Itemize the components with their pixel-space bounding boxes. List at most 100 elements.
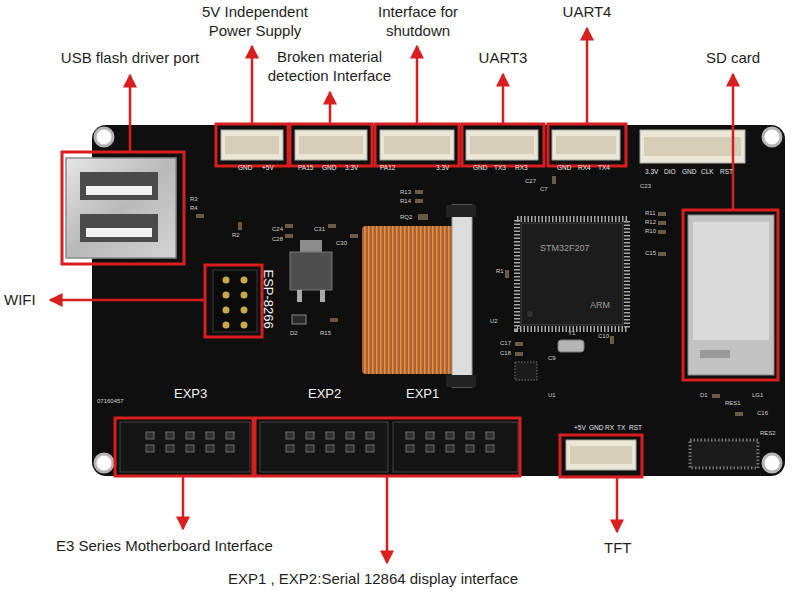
header-pin	[241, 277, 248, 284]
reference-designator: C9	[548, 355, 556, 363]
callout-label: 5V Independent Power Supply	[190, 3, 320, 41]
pin-label: RST	[720, 168, 733, 176]
callout-arrow	[502, 74, 505, 124]
usb-tongue	[86, 228, 152, 237]
reference-designator: R13	[400, 189, 411, 197]
pin-label: DIO	[664, 168, 676, 176]
pin-label: GND	[589, 424, 603, 432]
smd-components	[196, 176, 743, 416]
usb-tongue	[86, 186, 152, 195]
fpc-connector	[452, 205, 472, 387]
connector-slot	[644, 137, 741, 156]
reference-designator: R2	[232, 232, 240, 240]
reference-designator: D1	[700, 392, 708, 400]
callout-label: Interface for shutdown	[368, 3, 468, 41]
diode	[292, 315, 306, 324]
callout-arrow	[129, 75, 132, 152]
usb-port	[66, 158, 176, 258]
header-pin	[241, 307, 248, 314]
pin-label: 3.3V	[645, 168, 658, 176]
regulator-leg	[297, 290, 302, 302]
small-ic	[515, 362, 537, 380]
callout-arrow	[182, 476, 185, 529]
pin-label: RX3	[515, 164, 528, 172]
reference-designator: C23	[640, 183, 651, 191]
header-pins	[400, 429, 500, 455]
wifi-header	[213, 270, 257, 332]
callout-label: EXP1 , EXP2:Serial 12864 display interfa…	[228, 570, 518, 589]
usb-slot	[80, 214, 158, 242]
highlight-box	[375, 124, 459, 166]
reference-designator: R15	[320, 330, 331, 338]
reference-designator: R4	[190, 205, 198, 213]
reference-designator: D2	[290, 330, 298, 338]
reference-designator: R14	[400, 198, 411, 206]
pin-label: GND	[322, 164, 336, 172]
crystal	[558, 340, 584, 352]
callout-arrows	[50, 28, 733, 563]
highlight-box	[560, 435, 642, 477]
header-shell	[393, 422, 518, 472]
header-pin	[241, 292, 248, 299]
reference-designator: LG1	[752, 392, 763, 400]
mcu-chip	[521, 223, 623, 325]
reference-designator: C7	[540, 186, 548, 194]
pin-label: GND	[473, 164, 487, 172]
ribbon-cable	[362, 226, 454, 374]
reference-designator: C24	[272, 226, 283, 234]
reference-designator: R11	[645, 210, 656, 218]
header-shell	[120, 422, 250, 472]
header-pins	[140, 429, 240, 455]
callout-arrow	[329, 92, 332, 124]
sd-card-spring	[700, 350, 730, 358]
header-pins	[280, 429, 380, 455]
jst-connector	[380, 130, 454, 160]
pin-label: PA12	[380, 164, 395, 172]
reference-designator: C16	[757, 410, 768, 418]
header-pin	[223, 277, 230, 284]
pin1-dot	[527, 311, 533, 317]
connector-slot	[556, 136, 616, 154]
highlight-box	[255, 418, 520, 476]
chip-pins	[517, 219, 627, 329]
callout-label: Broken material detection Interface	[257, 48, 402, 86]
usb-slot	[80, 172, 158, 200]
mounting-hole	[95, 454, 113, 472]
reference-designator: R3	[190, 196, 198, 204]
callout-arrow	[386, 476, 389, 563]
silkscreen-text: EXP1	[406, 386, 439, 402]
reference-designator: U2	[490, 318, 498, 326]
fpc-latch	[446, 205, 476, 217]
callout-label: UART4	[552, 3, 622, 22]
fpc-latch	[446, 375, 476, 387]
pin-label: TX3	[494, 164, 506, 172]
tft-connector	[566, 440, 636, 470]
highlight-box	[115, 418, 253, 476]
sd-card-slot	[688, 215, 774, 375]
reference-designator: R1	[496, 268, 504, 276]
callout-arrow	[251, 46, 254, 124]
highlight-box	[216, 124, 288, 166]
header-shell	[260, 422, 388, 472]
reference-designator: R12	[645, 219, 656, 227]
reference-designator: RES2	[760, 430, 776, 438]
callout-arrow	[616, 477, 619, 532]
mounting-hole	[763, 454, 781, 472]
callout-label: USB flash driver port	[40, 49, 220, 68]
pin-label: RST	[629, 424, 642, 432]
pin-label: RX4	[578, 164, 591, 172]
small-ic	[690, 440, 758, 468]
pin-label: GND	[557, 164, 571, 172]
regulator-leg	[320, 290, 325, 302]
reference-designator: C17	[500, 340, 511, 348]
connector-slot	[470, 136, 534, 154]
callout-arrow	[416, 46, 419, 124]
reference-designator: C28	[272, 236, 283, 244]
pin-label: 3.3V	[345, 164, 358, 172]
reference-designator: R10	[645, 228, 656, 236]
pin-label: PA15	[298, 164, 313, 172]
callout-arrow	[50, 299, 205, 302]
highlight-box	[462, 124, 544, 166]
